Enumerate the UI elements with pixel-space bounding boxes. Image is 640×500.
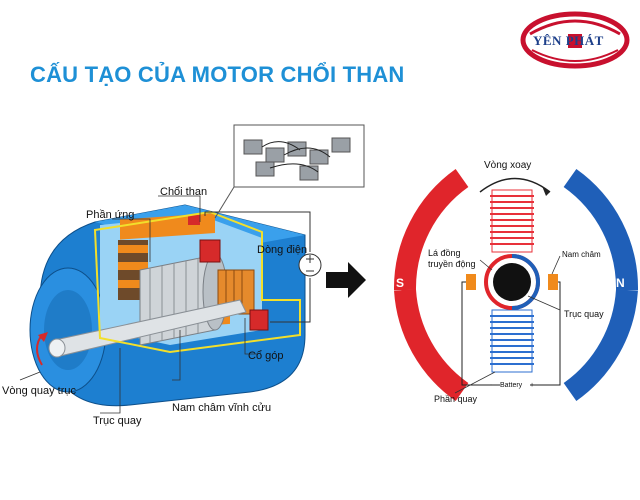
label-shaft-rotation: Vòng quay trục: [2, 385, 76, 397]
north-pole-magnet: [563, 169, 639, 291]
label-commutator-plate: Lá đồng truyền động: [428, 248, 476, 269]
battery-minus: -: [490, 382, 493, 389]
brush-right: [548, 274, 558, 290]
battery-plus: +: [530, 382, 535, 389]
label-commutator: Cổ góp: [248, 350, 284, 362]
logo-icon: [520, 11, 630, 69]
label-armature: Phần ứng: [86, 209, 135, 221]
label-current: Dòng điện: [257, 244, 308, 256]
battery-icon: [298, 253, 322, 277]
pole-south-label: S: [396, 276, 405, 290]
label-permanent-magnet: Nam châm vĩnh cửu: [172, 402, 272, 414]
brush-left: [466, 274, 476, 290]
label-leader-lines: [19, 195, 258, 414]
label-leader-lines: [454, 255, 561, 394]
pole-north-label: N: [616, 276, 625, 290]
brush-photo-inset: [214, 124, 365, 219]
label-axis: Trục quay: [564, 309, 604, 319]
label-battery: Battery: [500, 382, 523, 389]
coil-red: [490, 189, 534, 253]
brushes: [188, 215, 269, 331]
label-brush: Chổi than: [160, 186, 208, 198]
label-rotation: Vòng xoay: [484, 160, 532, 171]
label-armature-right: Phần quay: [434, 394, 478, 404]
rotor-axis: [493, 263, 531, 301]
shaft: [48, 299, 247, 358]
logo-text: YÊN PHÁT: [533, 33, 604, 48]
label-shaft: Trục quay: [93, 415, 142, 427]
page-title: CẤU TẠO CỦA MOTOR CHỔI THAN: [30, 62, 405, 87]
coil-blue: [490, 309, 534, 373]
circuit-wires: [204, 211, 311, 323]
label-magnet: Nam châm: [562, 250, 601, 259]
cutaway-outline: [93, 210, 301, 354]
